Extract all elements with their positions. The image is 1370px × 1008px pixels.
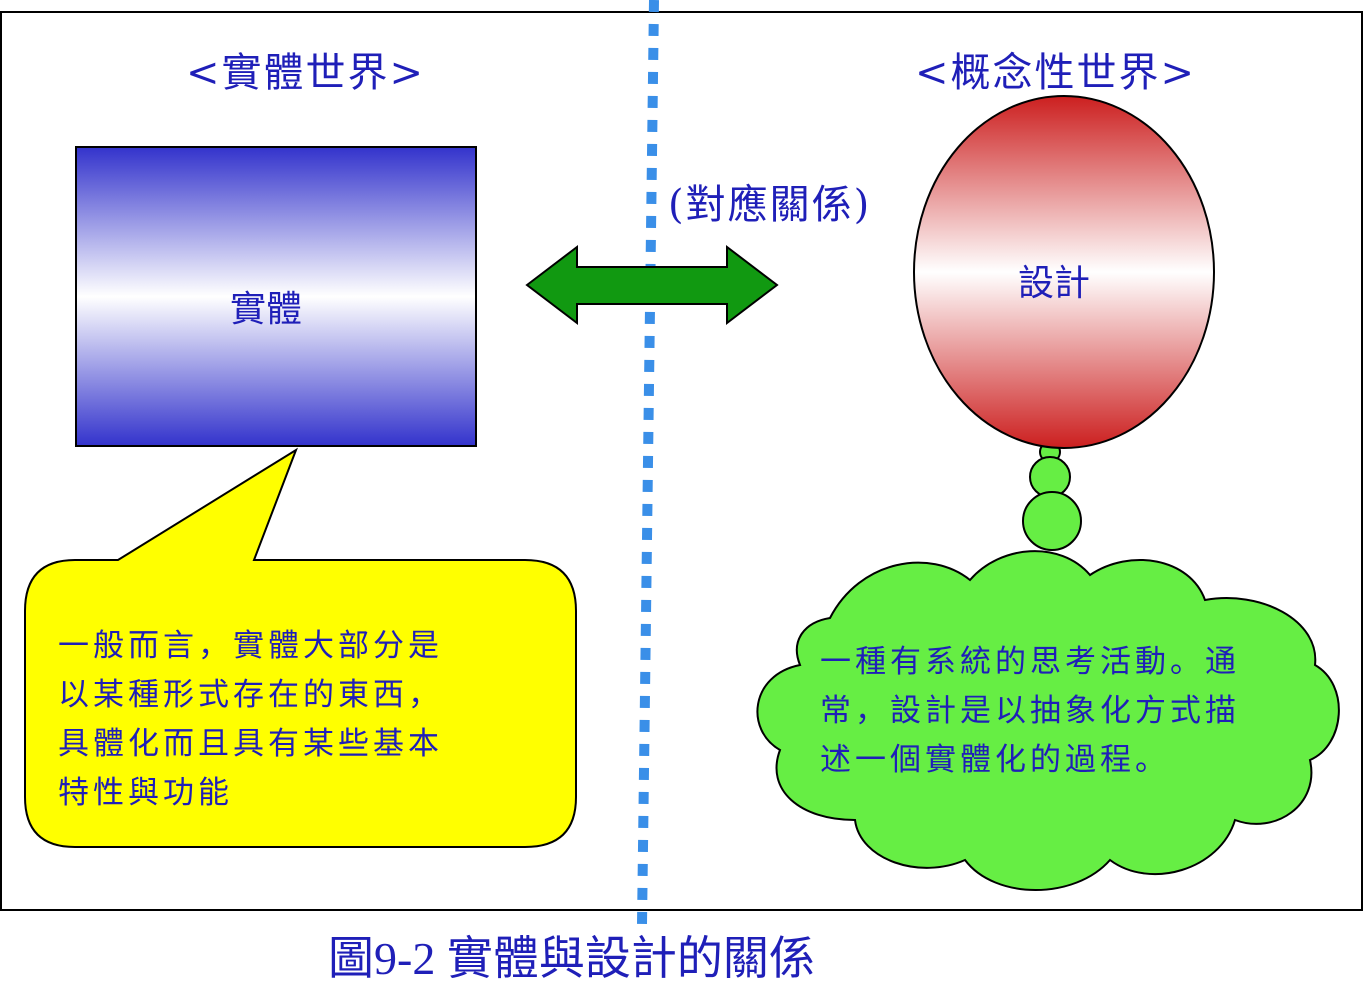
design-description-line: 常，設計是以抽象化方式描 [820,693,1240,729]
thought-bubble-medium [1029,456,1071,498]
design-description-line: 述一個實體化的過程。 [820,742,1170,778]
world-divider-line [637,0,659,925]
entity-box-label: 實體 [230,289,303,330]
conceptual-world-heading: <概念性世界> [915,50,1197,96]
entity-description-line: 以某種形式存在的東西， [58,677,443,713]
physical-world-heading: <實體世界> [186,50,426,96]
design-description-line: 一種有系統的思考活動。通 [820,644,1240,680]
design-cloud [756,550,1340,891]
entity-description-line: 具體化而且具有某些基本 [58,726,443,762]
entity-callout-bubble [24,447,577,848]
double-headed-arrow-icon [525,244,779,326]
design-balloon-label: 設計 [1018,263,1091,304]
design-description: 一種有系統的思考活動。通 常，設計是以抽象化方式描 述一個實體化的過程。 [820,638,1330,785]
entity-box [75,146,477,447]
entity-description-line: 特性與功能 [58,775,233,811]
entity-description: 一般而言，實體大部分是 以某種形式存在的東西， 具體化而且具有某些基本 特性與功… [58,622,528,818]
entity-description-line: 一般而言，實體大部分是 [58,628,443,664]
correspondence-label: (對應關係) [668,182,872,228]
diagram-frame [0,11,1363,911]
design-balloon [913,95,1215,449]
thought-bubble-large [1022,491,1082,551]
figure-caption: 圖9-2 實體與設計的關係 [328,933,815,984]
